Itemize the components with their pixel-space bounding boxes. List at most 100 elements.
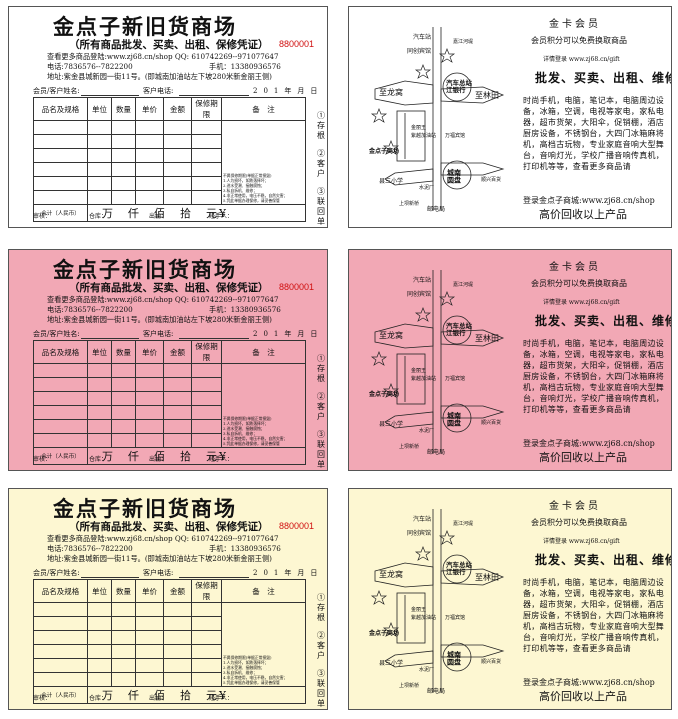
warranty-note-line: 4.非正常使用，电压不稳，自然灾害；: [223, 675, 288, 680]
footer-handler: 经手人：: [209, 456, 234, 463]
footer-warehouse: 仓库：: [89, 213, 108, 220]
location-map: 同创宾馆 嘉江河堤 汽车站 至龙窝 汽车总站江银行 至林田 金丽王 紫越加油站 …: [368, 27, 505, 213]
header-qty: 数量: [111, 340, 136, 364]
sheet-pink: 金点子新旧货商场 （所有商品批发、买卖、出租、保修凭证） 8800001 查看更…: [0, 243, 678, 475]
receipt-subtitle: （所有商品批发、买卖、出租、保修凭证）: [69, 521, 269, 533]
header-amount: 金额: [163, 340, 192, 364]
table-row[interactable]: 不属保修期限(单据正常损毁) 1.人为损坏，如跌落摔坏； 2.进水受潮、接触腐蚀…: [33, 120, 306, 205]
warranty-note-line: 1.人为损坏，如跌落摔坏；: [223, 421, 269, 426]
location-map: 同创宾馆 嘉江河堤 汽车站 至龙窝 汽车总站江银行 至林田 金丽王 紫越加油站 …: [368, 509, 505, 695]
header-item: 品名及规格: [33, 340, 88, 364]
card-shop-link[interactable]: 登录金点子商城:www.zj68.cn/shop: [523, 678, 655, 687]
total-amount-units[interactable]: 万 仟 佰 拾 元¥: [87, 447, 306, 465]
table-row[interactable]: 不属保修期限(单据正常损毁) 1.人为损坏，如跌落摔坏； 2.进水受潮、接触腐蚀…: [33, 602, 306, 687]
card-shop-link[interactable]: 登录金点子商城:www.zj68.cn/shop: [523, 439, 655, 448]
map-road-lower-left: [384, 411, 434, 429]
map-label-shunxing: 顺兴百货: [481, 419, 501, 426]
header-qty: 数量: [111, 579, 136, 603]
footer-audit: 审核：: [33, 695, 52, 702]
map-star-marker: [370, 590, 388, 605]
table-row[interactable]: [33, 148, 306, 163]
header-price: 单价: [135, 340, 164, 364]
total-amount-units[interactable]: 万 仟 佰 拾 元¥: [87, 686, 306, 704]
map-label-zhilintian: 至林田: [475, 572, 499, 582]
map-road-right: [440, 329, 505, 347]
map-label-reservoir: 水泥厂: [419, 427, 434, 434]
goods-table: 品名及规格 单位 数量 单价 金额 保修期限 备 注 不属保修期限(单据正常损毁…: [33, 579, 306, 704]
map-star-marker: [414, 307, 432, 322]
total-amount-units[interactable]: 万 仟 佰 拾 元¥: [87, 204, 306, 222]
table-row[interactable]: 不属保修期限(单据正常损毁) 1.人为损坏，如跌落摔坏； 2.进水受潮、接触腐蚀…: [33, 363, 306, 448]
warranty-note-line: 不属保修期限(单据正常损毁): [223, 416, 272, 421]
receipt-form: 金点子新旧货商场 （所有商品批发、买卖、出租、保修凭证） 8800001 查看更…: [8, 6, 328, 228]
footer-audit: 审核：: [33, 456, 52, 463]
map-star-marker: [382, 140, 400, 155]
table-header-row: 品名及规格 单位 数量 单价 金额 保修期限 备 注: [33, 97, 306, 121]
header-amount: 金额: [163, 579, 192, 603]
table-row[interactable]: [33, 134, 306, 149]
map-road-right: [440, 568, 505, 586]
table-row[interactable]: [33, 405, 306, 420]
map-block: [396, 110, 426, 162]
receipt-serial-number: 8800001: [279, 39, 315, 49]
table-row[interactable]: [33, 672, 306, 687]
member-card: 同创宾馆 嘉江河堤 汽车站 至龙窝 汽车总站江银行 至林田 金丽王 紫越加油站 …: [348, 6, 672, 228]
table-row[interactable]: [33, 658, 306, 673]
map-road-right: [440, 86, 505, 104]
receipt-date: 201年月日: [253, 87, 324, 95]
map-label-hotel: 同创宾馆: [407, 47, 431, 55]
copy-label-return: ③联回单: [317, 669, 325, 708]
map-label-wanfu: 万福宾馆: [445, 375, 465, 382]
map-label-reservoir: 水泥厂: [419, 666, 434, 673]
table-row[interactable]: [33, 630, 306, 645]
header-item: 品名及规格: [33, 579, 88, 603]
map-label-zhilintian: 至林田: [475, 90, 499, 100]
receipt-title: 金点子新旧货商场: [53, 15, 237, 39]
header-unit: 单位: [87, 340, 112, 364]
receipt-web-line: 查看更多商品登陆:www.zj68.cn/shop QQ: 610742269-…: [47, 534, 279, 543]
member-card: 同创宾馆 嘉江河堤 汽车站 至龙窝 汽车总站江银行 至林田 金丽王 紫越加油站 …: [348, 249, 672, 471]
map-star-marker: [370, 108, 388, 123]
warranty-note-line: 3.私自拆机、维修；: [223, 431, 257, 436]
customer-name-label: 会员/客户姓名:: [33, 569, 80, 577]
table-row[interactable]: [33, 419, 306, 434]
map-label-station: 汽车站: [413, 33, 431, 41]
header-item: 品名及规格: [33, 97, 88, 121]
copy-label-return: ③联回单: [317, 187, 325, 226]
warranty-note-line: 不属保修期限(单据正常损毁): [223, 655, 272, 660]
receipt-title: 金点子新旧货商场: [53, 258, 237, 282]
copy-label-stub: ①存根: [317, 593, 325, 622]
map-roundabout-bottom: [442, 642, 472, 672]
warranty-notes: 不属保修期限(单据正常损毁) 1.人为损坏，如跌落摔坏； 2.进水受潮、接触腐蚀…: [221, 363, 306, 448]
customer-phone-underline: [179, 577, 249, 578]
warranty-note-line: 4.非正常使用，电压不稳，自然灾害；: [223, 193, 288, 198]
warranty-notes: 不属保修期限(单据正常损毁) 1.人为损坏，如跌落摔坏； 2.进水受潮、接触腐蚀…: [221, 120, 306, 205]
card-shop-link[interactable]: 登录金点子商城:www.zj68.cn/shop: [523, 196, 655, 205]
map-label-shop: 金点子商场: [368, 629, 399, 637]
table-row[interactable]: [33, 616, 306, 631]
receipt-web-line: 查看更多商品登陆:www.zj68.cn/shop QQ: 610742269-…: [47, 52, 279, 61]
map-roundabout-top: [442, 554, 472, 584]
map-label-bank: 汽车总站江银行: [446, 560, 473, 576]
copy-label-return: ③联回单: [317, 430, 325, 469]
card-points-line: 会员积分可以免费换取商品: [531, 518, 627, 527]
footer-warehouse: 仓库：: [89, 456, 108, 463]
map-road-lower-left: [384, 168, 434, 186]
receipt-subtitle: （所有商品批发、买卖、出租、保修凭证）: [69, 39, 269, 51]
warranty-note-line: 5.凭此单据办理保修，请妥善保管: [223, 441, 280, 446]
map-road-lower-left: [384, 650, 434, 668]
map-label-bank: 汽车总站江银行: [446, 78, 473, 94]
map-label-hotel: 同创宾馆: [407, 529, 431, 537]
warranty-note-line: 5.凭此单据办理保修，请妥善保管: [223, 198, 280, 203]
map-label-hotel: 同创宾馆: [407, 290, 431, 298]
card-points-line: 会员积分可以免费换取商品: [531, 279, 627, 288]
map-label-post: 邮电局: [427, 205, 445, 213]
customer-name-underline: [81, 577, 139, 578]
map-label-road: 嘉江河堤: [453, 520, 473, 527]
customer-phone-underline: [179, 338, 249, 339]
header-remarks: 备 注: [221, 340, 306, 364]
map-label-post: 邮电局: [427, 448, 445, 456]
table-row[interactable]: [33, 377, 306, 392]
total-row: 合计（人民币） 万 仟 佰 拾 元¥: [33, 204, 306, 222]
warranty-note-line: 3.私自拆机、维修；: [223, 188, 257, 193]
